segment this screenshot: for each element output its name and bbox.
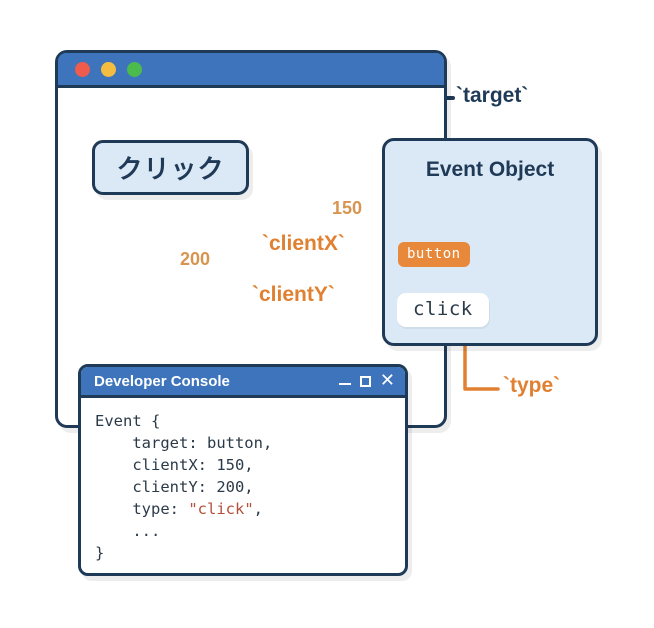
event-target-chip: button	[398, 242, 470, 267]
log-line-5-key: type:	[95, 500, 189, 518]
annotation-clientx: `clientX`	[262, 232, 345, 255]
annotation-clientx-value: 150	[332, 198, 363, 218]
minimize-dot[interactable]	[101, 61, 116, 77]
browser-title-bar	[58, 53, 444, 88]
log-line-4: clientY: 200,	[95, 478, 254, 496]
log-line-3: clientX: 150,	[95, 456, 254, 474]
log-line-2: target: button,	[95, 434, 273, 452]
maximize-icon[interactable]	[359, 375, 371, 387]
minimize-icon[interactable]	[338, 375, 351, 387]
console-title: Developer Console	[94, 372, 230, 390]
event-type-pill: click	[397, 293, 489, 327]
log-line-5-tail: ,	[253, 500, 263, 518]
close-icon[interactable]: ✕	[379, 370, 395, 390]
annotation-type: `type`	[503, 374, 561, 397]
annotation-target: `target`	[456, 84, 529, 107]
log-line-7: }	[95, 544, 105, 562]
event-object-title: Event Object	[425, 158, 555, 181]
console-log-output: Event { target: button, clientX: 150, cl…	[81, 398, 405, 564]
developer-console-window: Developer Console ✕ Event { target: butt…	[78, 364, 408, 576]
type-leader-line	[463, 328, 500, 391]
console-window-controls: ✕	[338, 370, 395, 390]
log-line-6: ...	[95, 522, 161, 540]
maximize-dot[interactable]	[127, 61, 142, 77]
click-button[interactable]: クリック	[92, 140, 249, 195]
click-button-label: クリック	[116, 155, 225, 185]
annotation-clienty: `clientY`	[252, 283, 335, 306]
close-dot[interactable]	[75, 61, 90, 77]
event-object-panel: Event Object button click	[382, 138, 598, 346]
console-title-bar: Developer Console ✕	[81, 367, 405, 398]
log-line-5-value: "click"	[188, 500, 254, 518]
annotation-clienty-value: 200	[180, 249, 211, 269]
log-line-1: Event {	[95, 412, 161, 430]
